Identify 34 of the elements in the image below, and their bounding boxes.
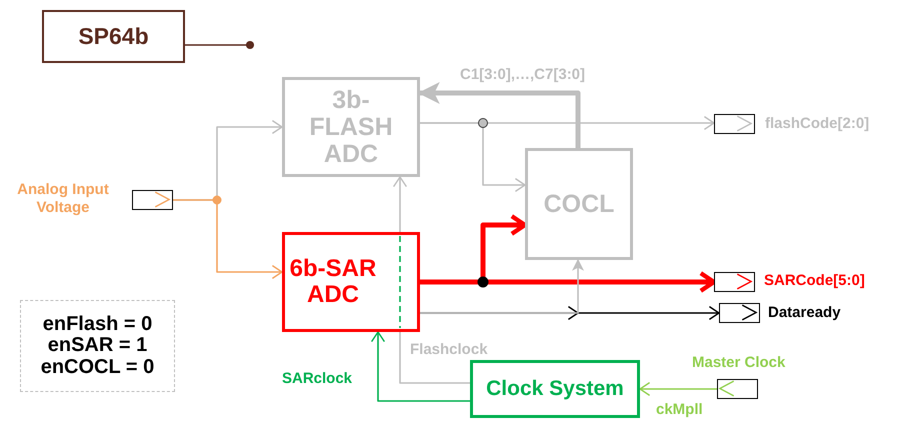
arrow xyxy=(420,122,526,192)
arrow xyxy=(418,82,580,148)
block-box xyxy=(470,360,640,418)
edge-label: ckMpll xyxy=(654,401,705,418)
arrow xyxy=(370,331,470,402)
block-label: enFlash = 0 xyxy=(42,314,152,336)
block-label: SP64b xyxy=(78,24,149,49)
block-box xyxy=(282,232,420,332)
block-box xyxy=(42,10,185,63)
arrow xyxy=(639,382,717,396)
block-label: COCL xyxy=(544,190,614,218)
arrow xyxy=(392,176,408,232)
connector-line xyxy=(185,40,254,50)
port-connector xyxy=(719,303,760,323)
edge-label: C1[3:0],…,C7[3:0] xyxy=(458,66,588,84)
block-label: Clock System xyxy=(486,378,624,400)
port-connector xyxy=(717,379,758,399)
block-label: enCOCL = 0 xyxy=(40,356,154,378)
arrow xyxy=(173,199,283,280)
settings-panel xyxy=(20,300,175,392)
block-box xyxy=(525,148,633,260)
port-connector xyxy=(132,190,173,210)
block-box xyxy=(282,77,420,177)
port-label: Dataready xyxy=(768,304,841,322)
port-label: SARCode[5:0] xyxy=(764,272,865,290)
port-label: Analog Input Voltage xyxy=(16,181,110,217)
port-connector xyxy=(714,114,755,134)
block-label: 6b-SAR ADC xyxy=(288,256,378,308)
port-connector xyxy=(714,272,755,292)
port-label: flashCode[2:0] xyxy=(765,115,870,133)
port-label: Master Clock xyxy=(692,354,786,372)
arrow xyxy=(420,258,584,314)
block-label: enSAR = 1 xyxy=(48,335,148,357)
block-label: 3b-FLASH ADC xyxy=(308,86,394,168)
